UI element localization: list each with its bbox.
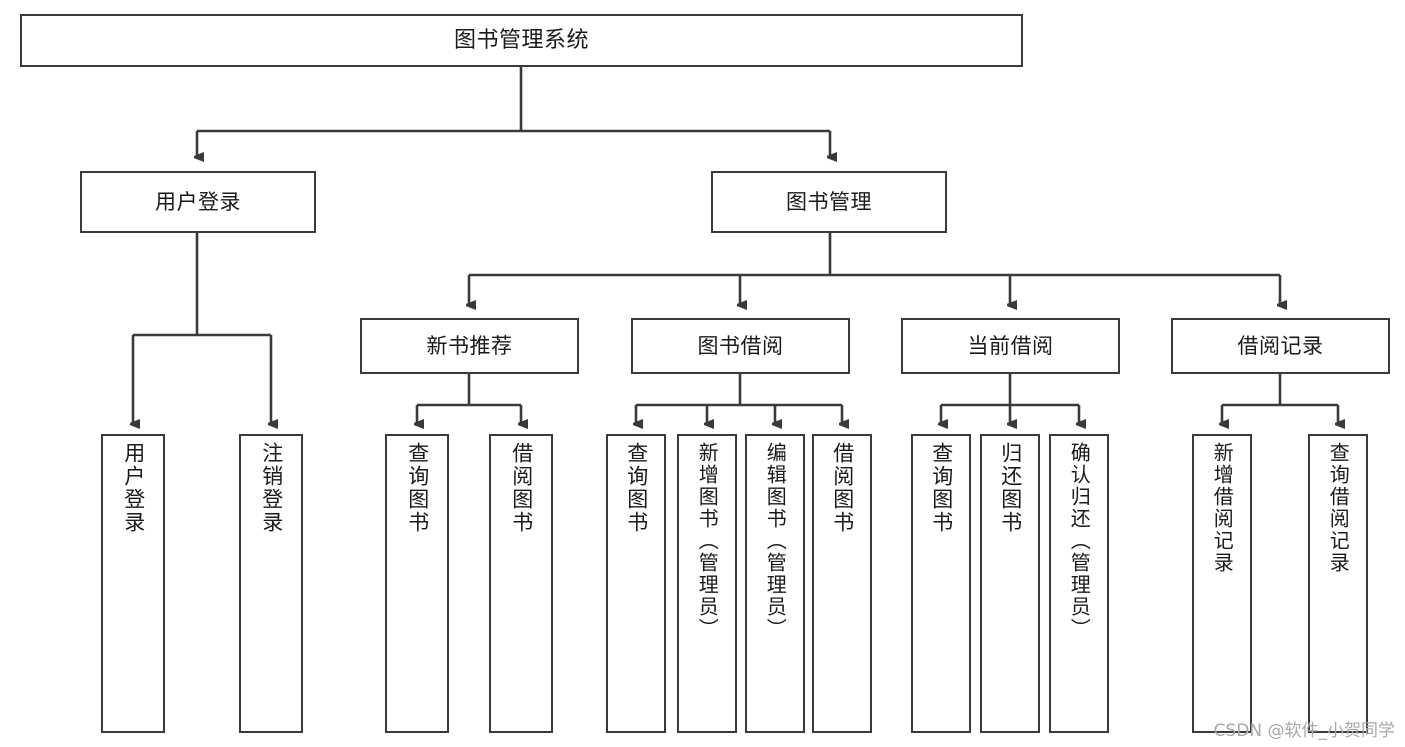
node-book-management[interactable]: 图书管理	[711, 171, 947, 233]
node-label: 借阅图书	[830, 442, 855, 534]
leaf-current-return-book[interactable]: 归还图书	[980, 434, 1040, 733]
node-label: 新增图书（管理员）	[695, 442, 720, 640]
node-label: 注销登录	[259, 442, 284, 534]
node-label: 借阅记录	[1237, 333, 1324, 358]
leaf-record-add-record[interactable]: 新增借阅记录	[1192, 434, 1252, 733]
node-label: 当前借阅	[967, 333, 1054, 358]
node-label: 借阅图书	[509, 442, 534, 534]
node-label: 新增借阅记录	[1210, 442, 1235, 574]
node-label: 编辑图书（管理员）	[763, 442, 788, 640]
node-current-borrow[interactable]: 当前借阅	[901, 318, 1120, 374]
leaf-record-query-record[interactable]: 查询借阅记录	[1308, 434, 1368, 733]
node-root-system[interactable]: 图书管理系统	[20, 14, 1023, 67]
node-user-login[interactable]: 用户登录	[80, 171, 316, 233]
leaf-current-query-book[interactable]: 查询图书	[911, 434, 971, 733]
node-label: 查询图书	[624, 442, 649, 534]
node-book-borrow[interactable]: 图书借阅	[631, 318, 850, 374]
leaf-borrow-edit-book-admin[interactable]: 编辑图书（管理员）	[745, 434, 805, 733]
node-label: 图书管理系统	[453, 27, 589, 53]
node-label: 图书管理	[786, 189, 872, 214]
node-borrow-record[interactable]: 借阅记录	[1171, 318, 1390, 374]
watermark-text: CSDN @软件_小贺同学	[1213, 721, 1395, 741]
node-label: 查询借阅记录	[1326, 442, 1351, 574]
node-label: 用户登录	[155, 189, 241, 214]
leaf-current-confirm-return-admin[interactable]: 确认归还（管理员）	[1049, 434, 1109, 733]
node-label: 新书推荐	[426, 333, 513, 358]
node-label: 查询图书	[929, 442, 954, 534]
leaf-user-login-logout[interactable]: 注销登录	[239, 434, 303, 733]
node-label: 确认归还（管理员）	[1067, 442, 1092, 640]
node-label: 查询图书	[405, 442, 430, 534]
leaf-user-login-login[interactable]: 用户登录	[101, 434, 165, 733]
leaf-borrow-add-book-admin[interactable]: 新增图书（管理员）	[677, 434, 737, 733]
leaf-borrow-borrow-book[interactable]: 借阅图书	[812, 434, 872, 733]
node-label: 用户登录	[121, 442, 146, 534]
leaf-recommend-query-book[interactable]: 查询图书	[385, 434, 449, 733]
node-new-book-recommend[interactable]: 新书推荐	[360, 318, 579, 374]
node-label: 归还图书	[998, 442, 1023, 534]
leaf-borrow-query-book[interactable]: 查询图书	[606, 434, 666, 733]
node-label: 图书借阅	[697, 333, 784, 358]
leaf-recommend-borrow-book[interactable]: 借阅图书	[489, 434, 553, 733]
